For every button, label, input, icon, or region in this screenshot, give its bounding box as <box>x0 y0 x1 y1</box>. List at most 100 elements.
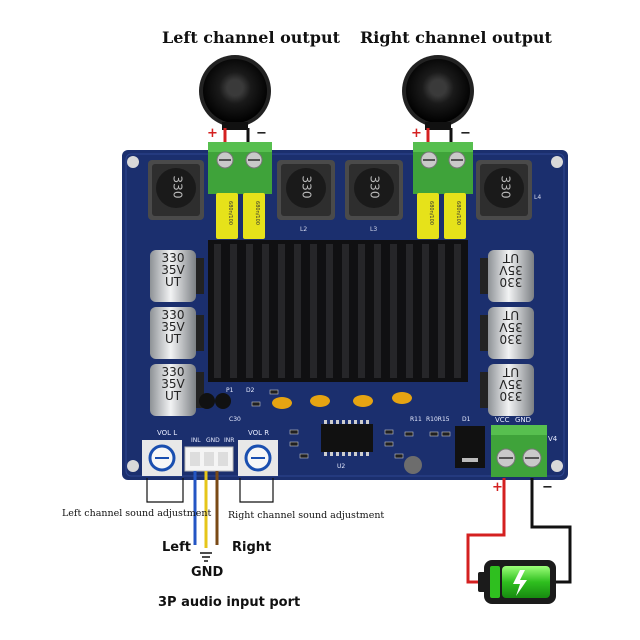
smd-resistor <box>289 441 299 447</box>
silk-v4: V4 <box>548 435 558 443</box>
right-volume-pot <box>238 440 278 476</box>
smd-resistor <box>269 389 279 395</box>
smd-resistor <box>441 431 451 437</box>
chip-pin <box>324 452 327 456</box>
right-adjust-label: Right channel sound adjustment <box>228 510 385 521</box>
inductor-ref-l4: L4 <box>534 194 542 201</box>
heatsink-fin <box>278 244 285 378</box>
left-adjust-label: Left channel sound adjustment <box>62 508 212 519</box>
smd-resistor <box>384 429 394 435</box>
silk-gnd2: GND <box>515 416 532 424</box>
chip-pin <box>324 420 327 424</box>
heatsink-fin <box>438 244 445 378</box>
left-output-terminal <box>208 142 272 194</box>
smd-resistor <box>429 431 439 437</box>
film-cap-label-2: 680n/100 <box>253 201 260 225</box>
smd-resistor <box>404 431 414 437</box>
heatsink-fin <box>342 244 349 378</box>
smd-resistor <box>299 453 309 459</box>
silk-d2: D2 <box>246 387 255 394</box>
smd-resistor <box>251 401 261 407</box>
silk-d1: D1 <box>462 416 471 423</box>
heatsink-fin <box>326 244 333 378</box>
battery-wires <box>466 478 572 584</box>
heatsink-fin <box>294 244 301 378</box>
chip-pin <box>360 420 363 424</box>
ic-chip <box>321 420 373 456</box>
smd-resistor <box>289 429 299 435</box>
chip-pin <box>354 420 357 424</box>
left-volume-pot <box>142 440 182 476</box>
chip-pin <box>348 420 351 424</box>
heatsink-fin <box>422 244 429 378</box>
film-cap-label-4: 680n/100 <box>454 201 461 225</box>
inductor-ref-l2: L2 <box>300 226 308 233</box>
left-plus-sign: + <box>207 126 218 141</box>
heatsink-fin <box>230 244 237 378</box>
heatsink-fin <box>374 244 381 378</box>
chip-pin <box>348 452 351 456</box>
chip-pin <box>360 452 363 456</box>
left-speaker-icon <box>199 55 271 130</box>
inductor-label-1: 330 <box>170 175 185 199</box>
chip-pin <box>330 452 333 456</box>
left-wire-label: Left <box>162 540 191 555</box>
film-capacitors <box>216 193 466 239</box>
inductor-label-2: 330 <box>299 175 314 199</box>
heatsink <box>208 240 468 382</box>
input-wires <box>193 471 219 562</box>
right-output-terminal <box>413 142 473 194</box>
input-port-label: 3P audio input port <box>158 595 301 610</box>
heatsink-fin <box>310 244 317 378</box>
power-terminal <box>491 425 547 477</box>
left-output-label: Left channel output <box>162 28 341 47</box>
film-cap-label-3: 680n/100 <box>427 201 434 225</box>
small-electrolytic <box>404 456 422 474</box>
silk-p1: P1 <box>226 387 234 394</box>
smd-resistor <box>384 441 394 447</box>
inductor-label-4: 330 <box>498 175 513 199</box>
silk-u2: U2 <box>337 463 346 470</box>
silk-gnd: GND <box>206 437 220 444</box>
chip-pin <box>354 452 357 456</box>
chip-pin <box>342 420 345 424</box>
chip-pin <box>366 420 369 424</box>
adjust-brackets <box>146 478 274 503</box>
battery-icon <box>478 560 556 604</box>
chip-pin <box>336 452 339 456</box>
silk-vol-r: VOL R <box>248 429 270 437</box>
silk-vol-l: VOL L <box>157 429 178 437</box>
inductor-label-3: 330 <box>367 175 382 199</box>
right-plus-sign: + <box>411 126 422 141</box>
heatsink-fin <box>406 244 413 378</box>
heatsink-fin <box>454 244 461 378</box>
heatsink-fin <box>358 244 365 378</box>
right-minus-sign: − <box>460 126 471 141</box>
chip-pin <box>330 420 333 424</box>
silk-r10: R10R15 <box>426 416 450 423</box>
silk-r11: R11 <box>410 416 422 423</box>
chip-pin <box>336 420 339 424</box>
heatsink-fin <box>262 244 269 378</box>
heatsink-fin <box>390 244 397 378</box>
right-output-label: Right channel output <box>360 28 552 47</box>
silk-inl: INL <box>191 437 201 444</box>
heatsink-fin <box>246 244 253 378</box>
small-ceramic-caps <box>272 392 412 409</box>
silk-inr: INR <box>224 437 235 444</box>
silk-vcc: VCC <box>495 416 510 424</box>
heatsink-fin <box>214 244 221 378</box>
audio-input-connector <box>184 446 234 472</box>
smd-resistor <box>394 453 404 459</box>
chip-pin <box>366 452 369 456</box>
inductors <box>148 160 532 220</box>
gnd-wire-label: GND <box>191 565 224 580</box>
right-speaker-icon <box>402 55 474 130</box>
